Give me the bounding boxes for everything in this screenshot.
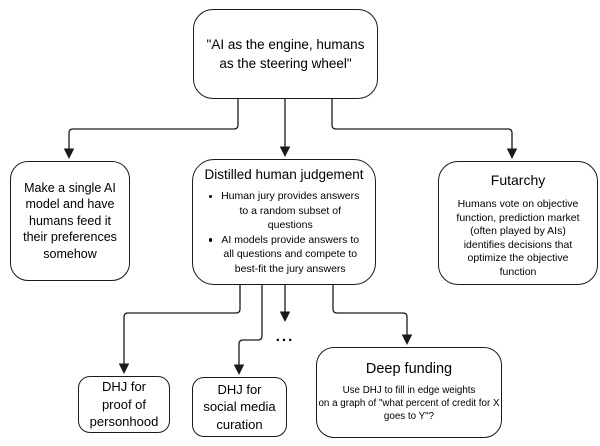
node-deep-funding: Deep funding Use DHJ to fill in edge wei…	[316, 347, 502, 438]
connector-root-to-futarchy	[331, 99, 518, 159]
node-futarchy-body: Humans vote on objective function, predi…	[456, 198, 580, 278]
node-distilled-human-judgement: Distilled human judgement Human jury pro…	[192, 159, 376, 285]
bullet-text-human-jury: Human jury provides answers to a random …	[221, 190, 360, 231]
bullet-dot-icon	[208, 194, 213, 198]
connector-root-to-single-ai	[63, 99, 239, 159]
node-ai-engine-quote-text: "AI as the engine, humans as the steerin…	[206, 37, 365, 71]
connector-dhj-to-social	[233, 285, 263, 375]
bullet-dot-icon	[208, 238, 213, 242]
bullet-text-ai-models: AI models provide answers to all questio…	[221, 233, 360, 275]
dhj-bullet-list: Human jury provides answers to a random …	[193, 189, 375, 276]
connector-dhj-to-deep-funding	[332, 285, 413, 345]
node-deep-funding-body: Use DHJ to fill in edge weights on a gra…	[318, 385, 500, 422]
node-distilled-title: Distilled human judgement	[204, 167, 364, 182]
node-dhj-proof-text: DHJ for proof of personhood	[89, 379, 159, 430]
node-ai-engine-quote: "AI as the engine, humans as the steerin…	[193, 9, 378, 99]
node-dhj-social-media-curation: DHJ for social media curation	[192, 377, 287, 437]
node-dhj-proof-of-personhood: DHJ for proof of personhood	[78, 376, 170, 433]
bullet-item-ai-models: AI models provide answers to all questio…	[193, 233, 375, 277]
node-deep-funding-title: Deep funding	[365, 361, 453, 377]
bullet-item-human-jury: Human jury provides answers to a random …	[193, 189, 375, 233]
node-dhj-social-text: DHJ for social media curation	[203, 381, 276, 432]
node-single-ai-model-text: Make a single AI model and have humans f…	[23, 180, 117, 261]
node-futarchy: Futarchy Humans vote on objective functi…	[438, 161, 598, 285]
node-futarchy-title: Futarchy	[490, 172, 546, 188]
node-single-ai-model: Make a single AI model and have humans f…	[10, 161, 130, 281]
more-options-ellipsis: ...	[275, 328, 295, 345]
connector-dhj-to-proof	[118, 285, 241, 374]
